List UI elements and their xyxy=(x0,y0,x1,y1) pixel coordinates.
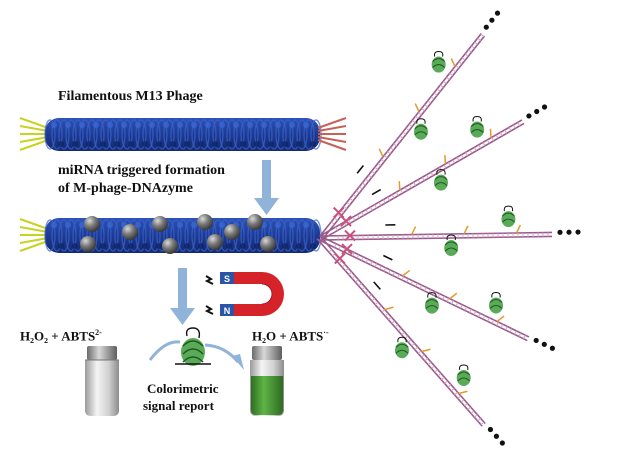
dnazyme-icon xyxy=(470,117,484,138)
magnetic-bead-icon xyxy=(247,214,263,230)
right-reaction-text: H₂O + ABTS xyxy=(252,328,323,343)
magnet-pole-n: N xyxy=(224,306,231,316)
report-label-line2: signal report xyxy=(143,397,214,414)
m-phage-dnazyme xyxy=(20,214,321,254)
magnetic-bead-icon xyxy=(260,236,276,252)
report-label-line1: Colorimetric xyxy=(147,380,218,397)
trigger-label-line2: of M-phage-DNAzyme xyxy=(58,180,193,197)
dna-branch xyxy=(318,236,555,351)
down-arrow-1 xyxy=(254,160,279,215)
right-reaction-label: H₂O + ABTS·- xyxy=(252,324,329,344)
magnetic-bead-icon xyxy=(224,224,240,240)
magnetic-bead-icon xyxy=(152,216,168,232)
magnetic-bead-icon xyxy=(84,216,100,232)
left-reaction-text: H₂O₂ + ABTS xyxy=(20,328,95,343)
magnetic-bead-icon xyxy=(162,238,178,254)
left-reaction-label: H₂O₂ + ABTS2- xyxy=(20,324,102,344)
m13-phage-top xyxy=(20,118,346,151)
vial-icon-right xyxy=(250,346,284,416)
vial-icon-left xyxy=(85,346,119,416)
phage-title: Filamentous M13 Phage xyxy=(58,88,203,105)
dnazyme-icon xyxy=(457,365,471,386)
dnazyme-icon xyxy=(175,328,211,366)
dnazyme-icon xyxy=(432,52,446,73)
phage-left-tail-top xyxy=(20,118,48,150)
magnetic-bead-icon xyxy=(80,236,96,252)
magnetic-bead-icon xyxy=(122,224,138,240)
trigger-label-line1: miRNA triggered formation xyxy=(58,162,225,179)
dna-branches xyxy=(317,11,581,446)
magnet-pole-s: S xyxy=(224,274,230,284)
magnetic-bead-icon xyxy=(207,234,223,250)
dnazyme-icon xyxy=(501,206,515,227)
magnet-icon xyxy=(206,272,284,316)
dnazyme-icon xyxy=(489,292,503,313)
dnazyme-icon xyxy=(425,293,439,314)
phage-right-tail-top xyxy=(318,118,346,150)
down-arrow-2 xyxy=(170,268,195,325)
magnetic-bead-icon xyxy=(197,214,213,230)
dna-branch xyxy=(317,236,505,446)
right-reaction-charge: ·- xyxy=(323,328,328,337)
dnazyme-icon xyxy=(434,170,448,191)
phage-left-tail-bottom xyxy=(20,219,48,251)
left-reaction-charge: 2- xyxy=(95,328,102,337)
